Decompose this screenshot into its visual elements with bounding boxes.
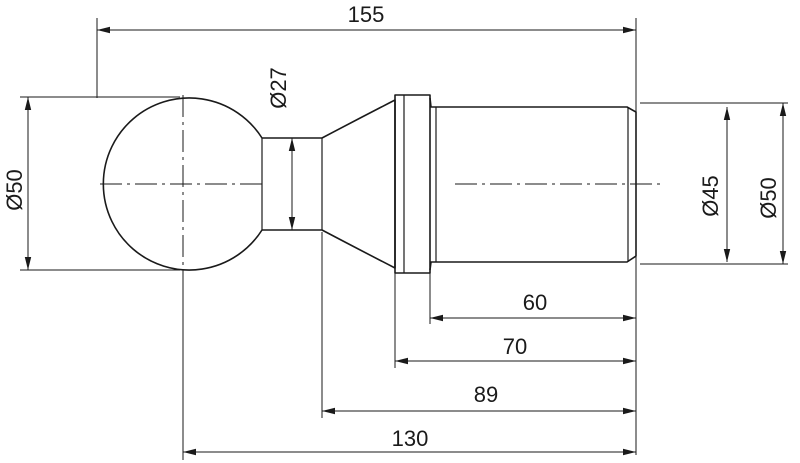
label-cone-to-end: 89 <box>474 382 498 407</box>
dimension-labels: 155 Ø50 Ø27 Ø45 Ø50 60 70 89 130 <box>2 2 781 451</box>
label-shank-length: 60 <box>523 290 547 315</box>
label-collar-to-end: 70 <box>503 334 527 359</box>
center-lines <box>100 95 665 278</box>
collar <box>394 94 431 274</box>
label-overall-length: 155 <box>348 2 385 27</box>
label-ball-diameter: Ø50 <box>2 169 27 211</box>
label-shank-diameter: Ø50 <box>756 177 781 219</box>
label-neck-diameter: Ø27 <box>266 67 291 109</box>
dimension-lines <box>24 26 787 456</box>
label-ball-center-to-end: 130 <box>392 426 429 451</box>
label-thread-diameter: Ø45 <box>698 175 723 217</box>
